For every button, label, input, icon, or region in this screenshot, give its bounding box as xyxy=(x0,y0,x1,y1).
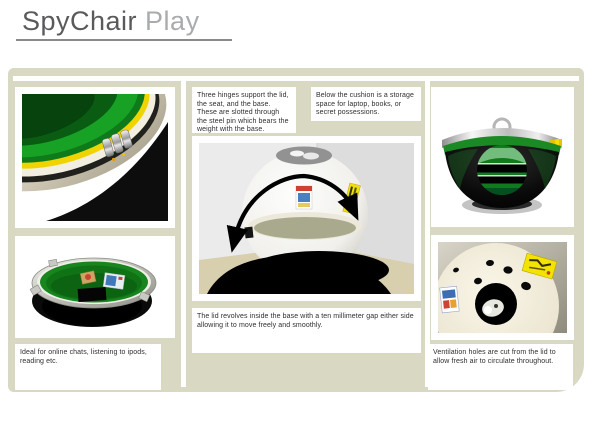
annotation-hinges: Three hinges support the lid, the seat, … xyxy=(192,87,296,133)
title-brand: SpyChair xyxy=(22,6,138,36)
annotation-usage: Ideal for online chats, listening to ipo… xyxy=(15,344,161,390)
card-hinge-detail xyxy=(15,87,175,228)
content-panel: Ideal for online chats, listening to ipo… xyxy=(8,68,584,392)
annotation-revolve: The lid revolves inside the base with a … xyxy=(192,308,421,353)
base-underside-render xyxy=(438,94,567,220)
divider-line-left xyxy=(181,81,186,387)
main-sphere-render xyxy=(199,143,414,294)
divider-line-top xyxy=(13,76,579,81)
page-title: SpyChair Play xyxy=(22,6,200,37)
card-main-view xyxy=(192,136,421,301)
lid-ventilation-render xyxy=(438,242,567,333)
card-base-underside xyxy=(431,87,574,227)
divider-line-right xyxy=(425,81,430,387)
annotation-ventilation: Ventilation holes are cut from the lid t… xyxy=(428,344,573,390)
title-underline xyxy=(16,39,232,41)
card-lid-ventilation xyxy=(431,235,574,340)
storage-top-view-render xyxy=(22,243,168,331)
annotation-storage: Below the cushion is a storage space for… xyxy=(311,87,421,121)
hinge-detail-render xyxy=(22,94,168,221)
title-variant: Play xyxy=(137,6,200,36)
card-storage-top-view xyxy=(15,236,175,338)
